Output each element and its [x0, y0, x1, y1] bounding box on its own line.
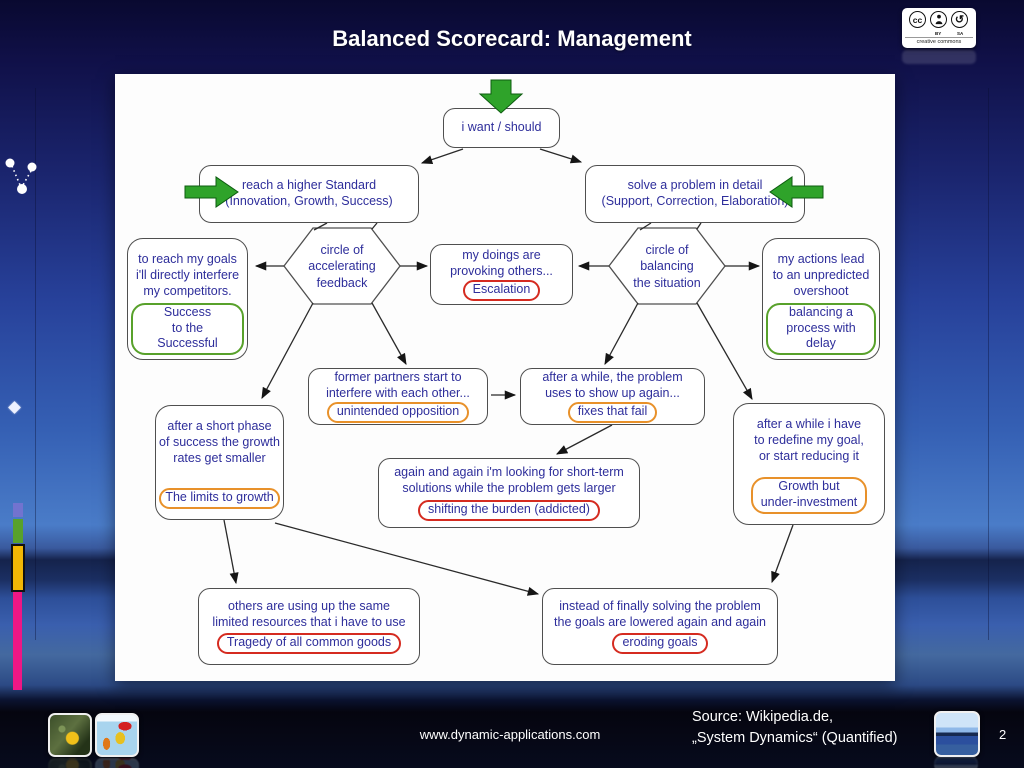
cc-badge-caption: creative commons [905, 37, 973, 45]
creative-commons-badge[interactable]: cc ↺ BY SA creative commons [902, 8, 976, 48]
sidebar-bar-yellow [11, 544, 25, 592]
node-text: others are using up the same limited res… [212, 598, 406, 629]
node-short-term-solutions: again and again i'm looking for short-te… [378, 458, 640, 528]
node-text: to reach my goals i'll directly interfer… [135, 252, 240, 298]
node-goals-lowered: instead of finally solving the problem t… [542, 588, 778, 665]
badge-unintended-opposition: unintended opposition [326, 402, 470, 424]
badge-eroding-goals: eroding goals [612, 633, 708, 655]
node-text: again and again i'm looking for short-te… [394, 465, 624, 496]
node-text: solve a problem in detail (Support, Corr… [601, 178, 789, 208]
source-attribution: Source: Wikipedia.de, „System Dynamics“ … [692, 709, 898, 746]
cc-sa-label: SA [957, 31, 964, 36]
badge-growth-but-under-investment: Growth but under-investment [750, 477, 868, 514]
badge-limits-to-growth: The limits to growth [159, 488, 280, 509]
node-redefine-goal: after a while i have to redefine my goal… [733, 403, 885, 525]
node-former-partners: former partners start to interfere with … [308, 368, 488, 425]
background-seam-left [35, 88, 36, 640]
badge-shifting-the-burden: shifting the burden (addicted) [418, 499, 600, 521]
sidebar-bar-magenta [13, 592, 22, 690]
node-text: after a while, the problem uses to show … [542, 369, 683, 400]
badge-balancing-process-with-delay: balancing a process with delay [766, 302, 876, 356]
cc-sa-arrow-icon: ↺ [951, 11, 968, 28]
ocean-photo-thumbnail[interactable] [934, 711, 980, 757]
background-seam-right [988, 88, 989, 640]
badge-success-to-the-successful: Success to the Successful [131, 302, 244, 356]
node-reach-higher-standard: reach a higher Standard (Innovation, Gro… [199, 165, 419, 223]
badge-tragedy-of-all-common-goods: Tragedy of all common goods [216, 633, 402, 655]
node-growth-rates-smaller: after a short phase of success the growt… [155, 405, 284, 520]
node-text: after a short phase of success the growt… [159, 419, 280, 465]
node-text: my actions lead to an unpredicted oversh… [772, 252, 870, 298]
world-map-thumbnail[interactable] [95, 713, 139, 757]
node-text: after a while i have to redefine my goal… [754, 417, 864, 463]
node-interfere-competitors: to reach my goals i'll directly interfer… [127, 238, 248, 360]
node-text: instead of finally solving the problem t… [554, 598, 766, 629]
node-limited-resources: others are using up the same limited res… [198, 588, 420, 665]
page-number: 2 [999, 727, 1007, 742]
badge-escalation: Escalation [462, 280, 541, 302]
sidebar-bar-green [13, 519, 23, 543]
node-unpredicted-overshoot: my actions lead to an unpredicted oversh… [762, 238, 880, 360]
website-link[interactable]: www.dynamic-applications.com [419, 727, 601, 742]
node-text: i want / should [461, 120, 542, 135]
scatter-v-icon [5, 158, 37, 194]
cc-by-person-icon [930, 11, 947, 28]
node-text: reach a higher Standard (Innovation, Gro… [225, 178, 393, 208]
slide-title: Balanced Scorecard: Management [332, 26, 692, 51]
cc-by-label: BY [935, 31, 942, 36]
node-problem-shows-up-again: after a while, the problem uses to show … [520, 368, 705, 425]
node-text: my doings are provoking others... [450, 247, 553, 278]
diagram-panel: i want / should reach a higher Standard … [115, 74, 895, 681]
cc-badge-reflection [902, 50, 976, 64]
node-i-want-should: i want / should [443, 108, 560, 148]
badge-fixes-that-fail: fixes that fail [567, 402, 658, 424]
node-text: former partners start to interfere with … [326, 369, 470, 400]
hexagon-label-balancing: circle of balancing the situation [633, 243, 701, 290]
hexagon-label-accelerating: circle of accelerating feedback [308, 243, 376, 290]
node-solve-problem-detail: solve a problem in detail (Support, Corr… [585, 165, 805, 223]
cc-logo-icon: cc [909, 11, 926, 28]
sidebar-bar-violet [13, 503, 23, 517]
flower-photo-thumbnail[interactable] [48, 713, 92, 757]
cc-logo-text: cc [912, 14, 923, 25]
diamond-bullet-icon [8, 401, 21, 414]
node-provoking-others: my doings are provoking others... Escala… [430, 244, 573, 305]
